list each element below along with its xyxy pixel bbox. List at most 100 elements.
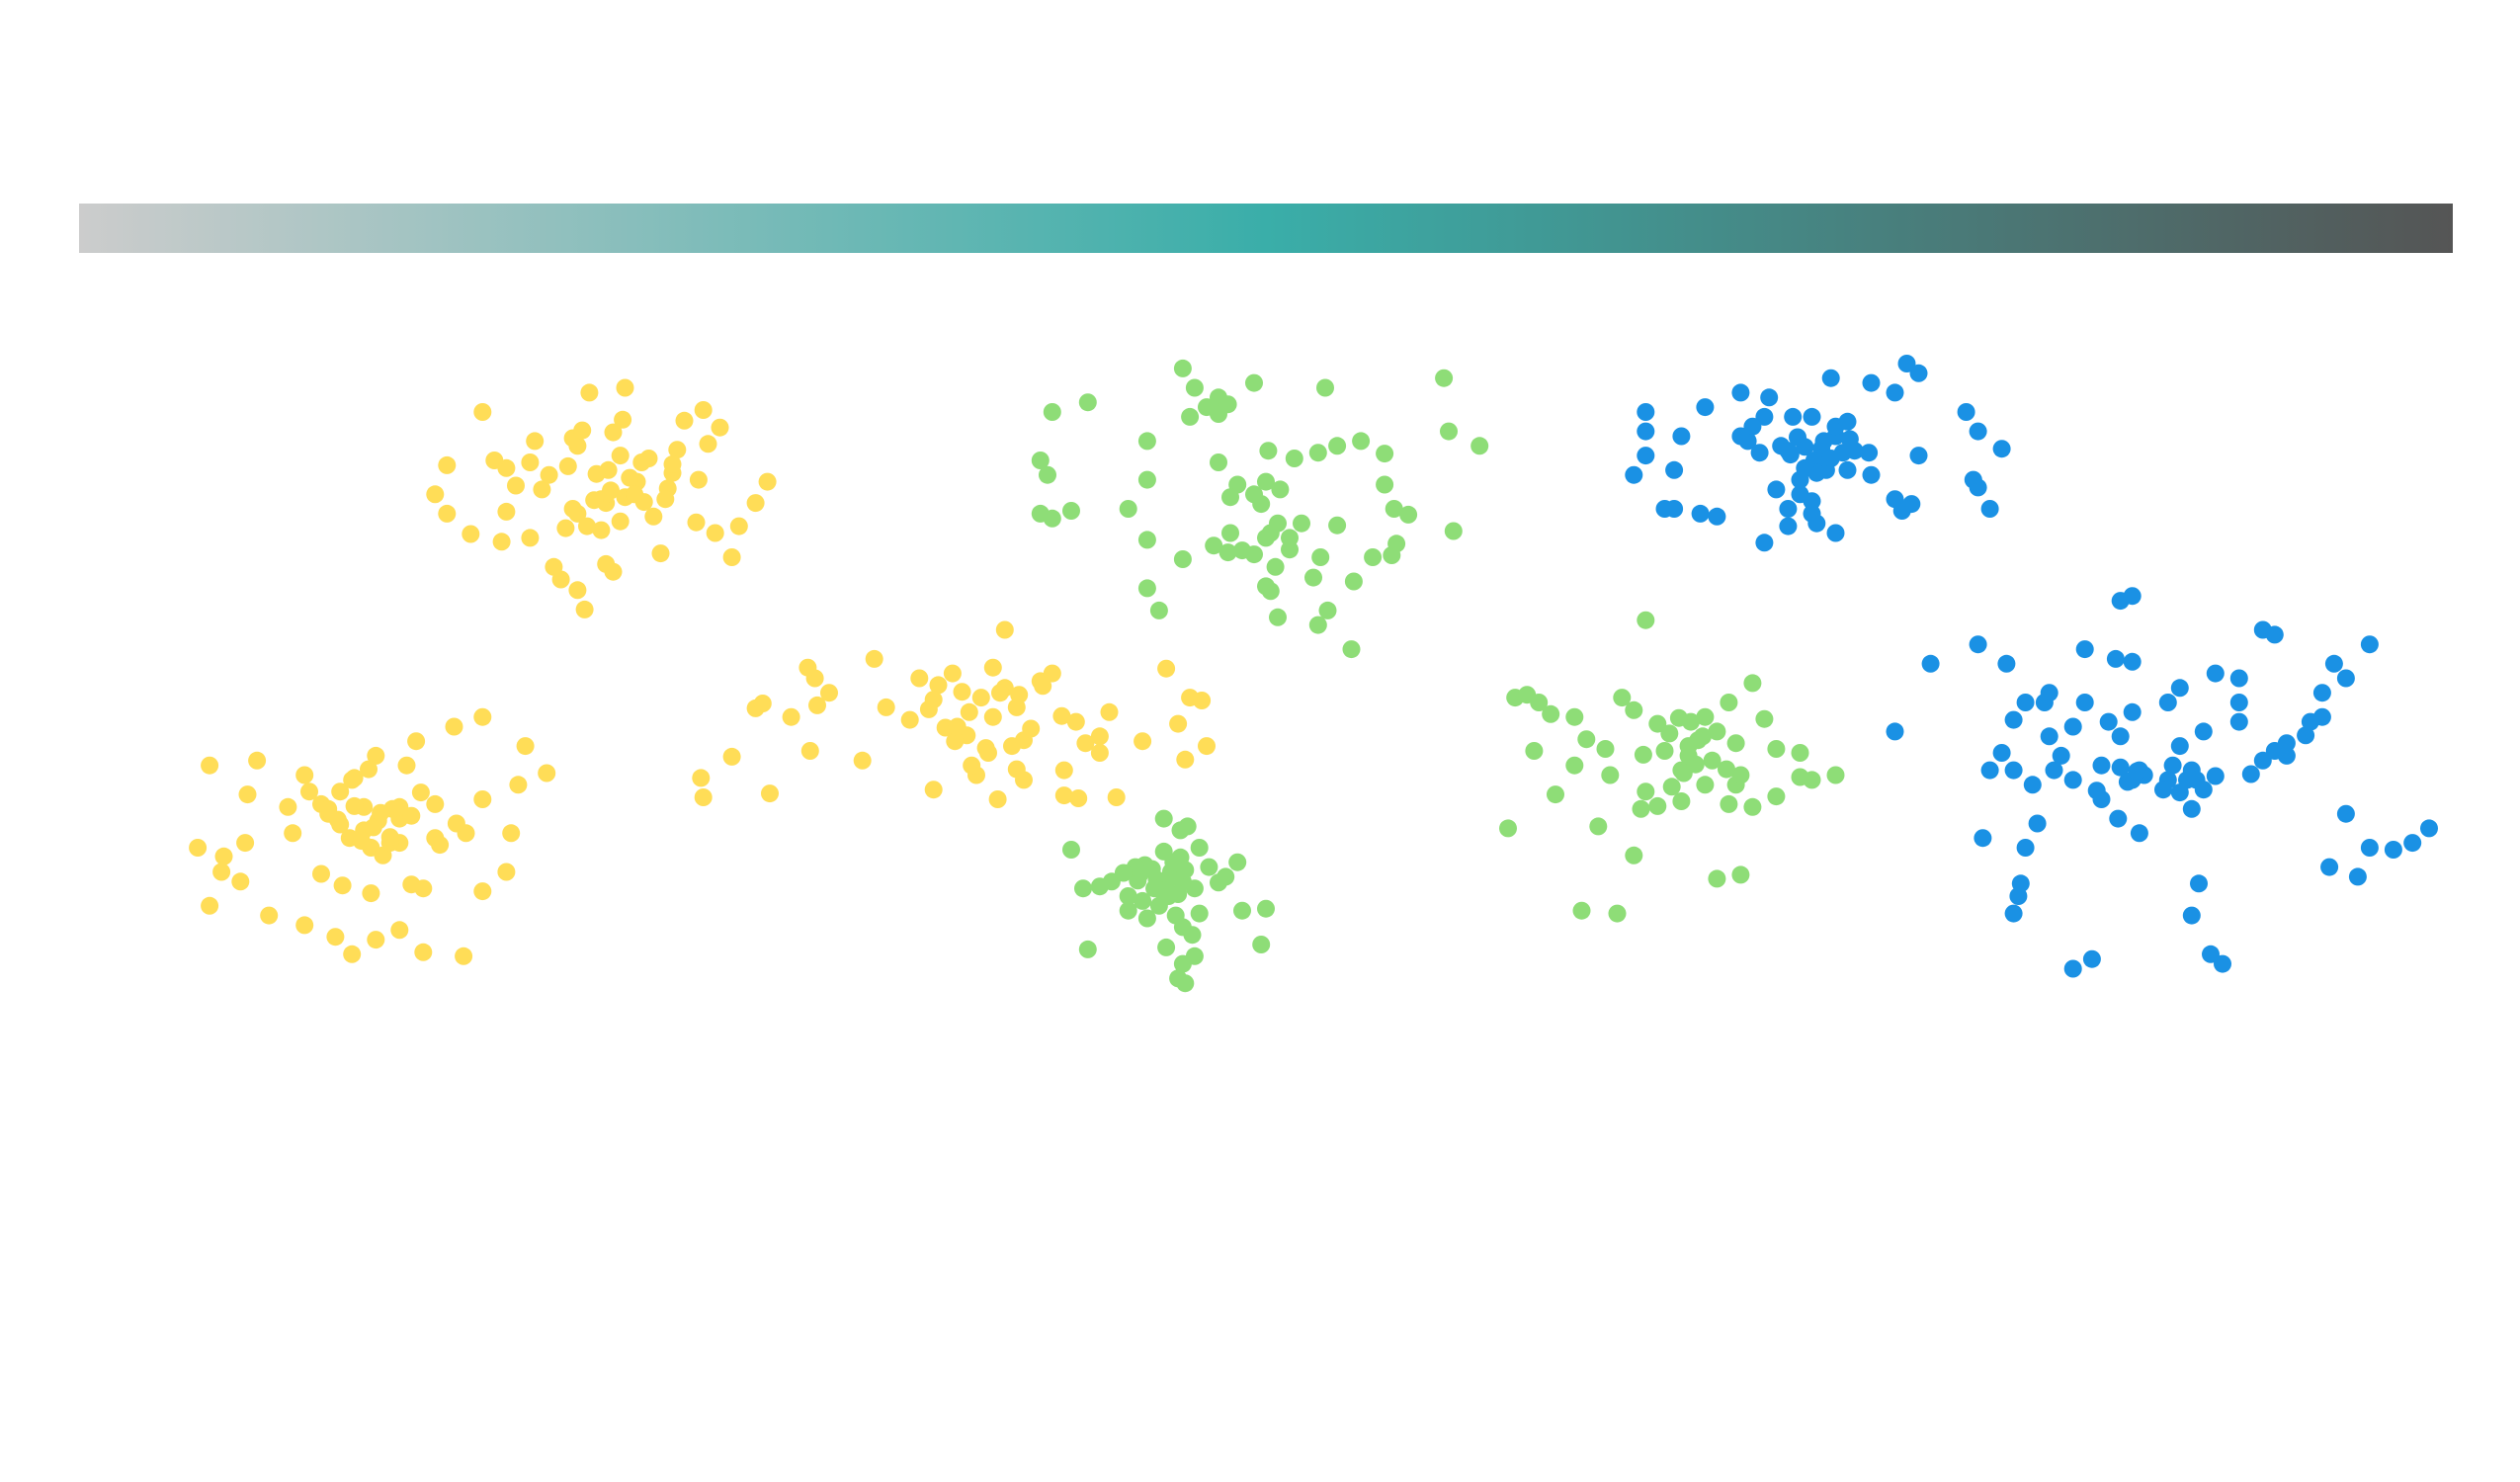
scatter-point: [573, 421, 592, 440]
scatter-point: [1173, 954, 1192, 973]
scatter-point: [651, 544, 670, 563]
scatter-point: [2253, 751, 2272, 770]
scatter-point: [1031, 452, 1050, 469]
scatter-point: [604, 423, 623, 442]
scatter-point: [1731, 427, 1750, 446]
scatter-point: [2028, 814, 2047, 833]
scatter-point: [865, 649, 883, 668]
scatter-point: [1193, 692, 1212, 709]
scatter-point: [1980, 500, 1999, 518]
scatter-point: [2336, 669, 2355, 688]
scatter-point: [1444, 522, 1463, 540]
scatter-point: [1708, 507, 1726, 526]
scatter-point: [2154, 781, 2172, 799]
scatter-point: [1992, 440, 2011, 458]
scatter-point: [2075, 640, 2094, 659]
scatter-point: [687, 513, 706, 532]
scatter-point: [1252, 936, 1271, 953]
scatter-point: [2229, 669, 2248, 688]
scatter-point: [1542, 704, 1560, 723]
scatter-point: [2111, 727, 2130, 746]
scatter-point: [1909, 364, 1928, 382]
scatter-point: [1257, 899, 1275, 918]
scatter-point: [1159, 887, 1178, 905]
scatter-point: [1344, 572, 1363, 591]
scatter-point: [746, 494, 765, 513]
scatter-point: [2040, 684, 2058, 702]
scatter-point: [1217, 867, 1235, 886]
scatter-point: [462, 525, 480, 543]
scatter-point: [1218, 543, 1237, 562]
scatter-point: [1210, 453, 1227, 471]
scatter-point: [1145, 879, 1164, 898]
scatter-point: [1840, 430, 1859, 449]
scatter-point: [345, 796, 364, 815]
scatter-point: [516, 737, 535, 756]
scatter-point: [2170, 737, 2189, 756]
scatter-point: [971, 689, 990, 707]
scatter-point: [626, 485, 644, 504]
scatter-point: [364, 818, 382, 837]
scatter-point: [1043, 403, 1061, 421]
scatter-point: [1342, 640, 1361, 659]
scatter-point: [1054, 786, 1073, 805]
scatter-point: [533, 480, 551, 499]
scatter-point: [711, 418, 729, 437]
scatter-point: [1218, 395, 1237, 414]
scatter-point: [1637, 422, 1655, 441]
scatter-point: [1731, 865, 1750, 884]
scatter-point: [1245, 545, 1263, 564]
scatter-point: [585, 491, 604, 510]
scatter-point: [798, 658, 817, 677]
scatter-point: [960, 702, 978, 721]
scatter-point: [1672, 427, 1691, 446]
scatter-point: [345, 769, 364, 787]
scatter-point: [1245, 373, 1263, 392]
scatter-point: [2052, 746, 2070, 765]
scatter-point: [284, 824, 302, 843]
scatter-point: [1696, 776, 1715, 794]
scatter-point: [1743, 417, 1762, 436]
scatter-point: [2092, 756, 2111, 775]
scatter-point: [1387, 535, 1406, 553]
scatter-point: [1750, 444, 1769, 462]
scatter-point: [597, 554, 616, 573]
scatter-point: [2111, 758, 2130, 777]
scatter-point: [189, 839, 208, 857]
scatter-point: [2106, 649, 2125, 668]
scatter-point: [2063, 959, 2082, 978]
scatter-point: [1157, 938, 1176, 956]
scatter-point: [2130, 824, 2148, 843]
scatter-point: [312, 864, 330, 883]
scatter-point: [722, 548, 741, 566]
scatter-point: [1062, 841, 1080, 859]
scatter-point: [1726, 734, 1745, 753]
scatter-point: [729, 517, 748, 535]
scatter-point: [1022, 719, 1041, 738]
scatter-point: [1078, 940, 1097, 958]
scatter-point: [248, 751, 267, 770]
scatter-point: [1137, 470, 1156, 489]
scatter-point: [445, 717, 463, 736]
scatter-point: [1838, 412, 1857, 431]
scatter-point: [900, 710, 919, 729]
scatter-point: [1205, 536, 1223, 555]
scatter-point: [1137, 909, 1156, 928]
scatter-point: [1921, 654, 1940, 673]
scatter-point: [616, 378, 634, 397]
scatter-point: [1245, 485, 1263, 504]
scatter-point: [1969, 635, 1987, 654]
scatter-point: [279, 797, 297, 816]
scatter-point: [1655, 500, 1674, 518]
scatter-point: [2040, 727, 2058, 746]
scatter-point: [1791, 768, 1809, 786]
scatter-point: [1862, 465, 1881, 484]
scatter-point: [1257, 529, 1275, 547]
scatter-point: [1589, 817, 1608, 836]
scatter-point: [1969, 422, 1987, 441]
scatter-point: [1119, 500, 1137, 518]
scatter-point: [753, 695, 772, 712]
scatter-point: [1648, 714, 1667, 733]
scatter-point: [390, 921, 409, 940]
